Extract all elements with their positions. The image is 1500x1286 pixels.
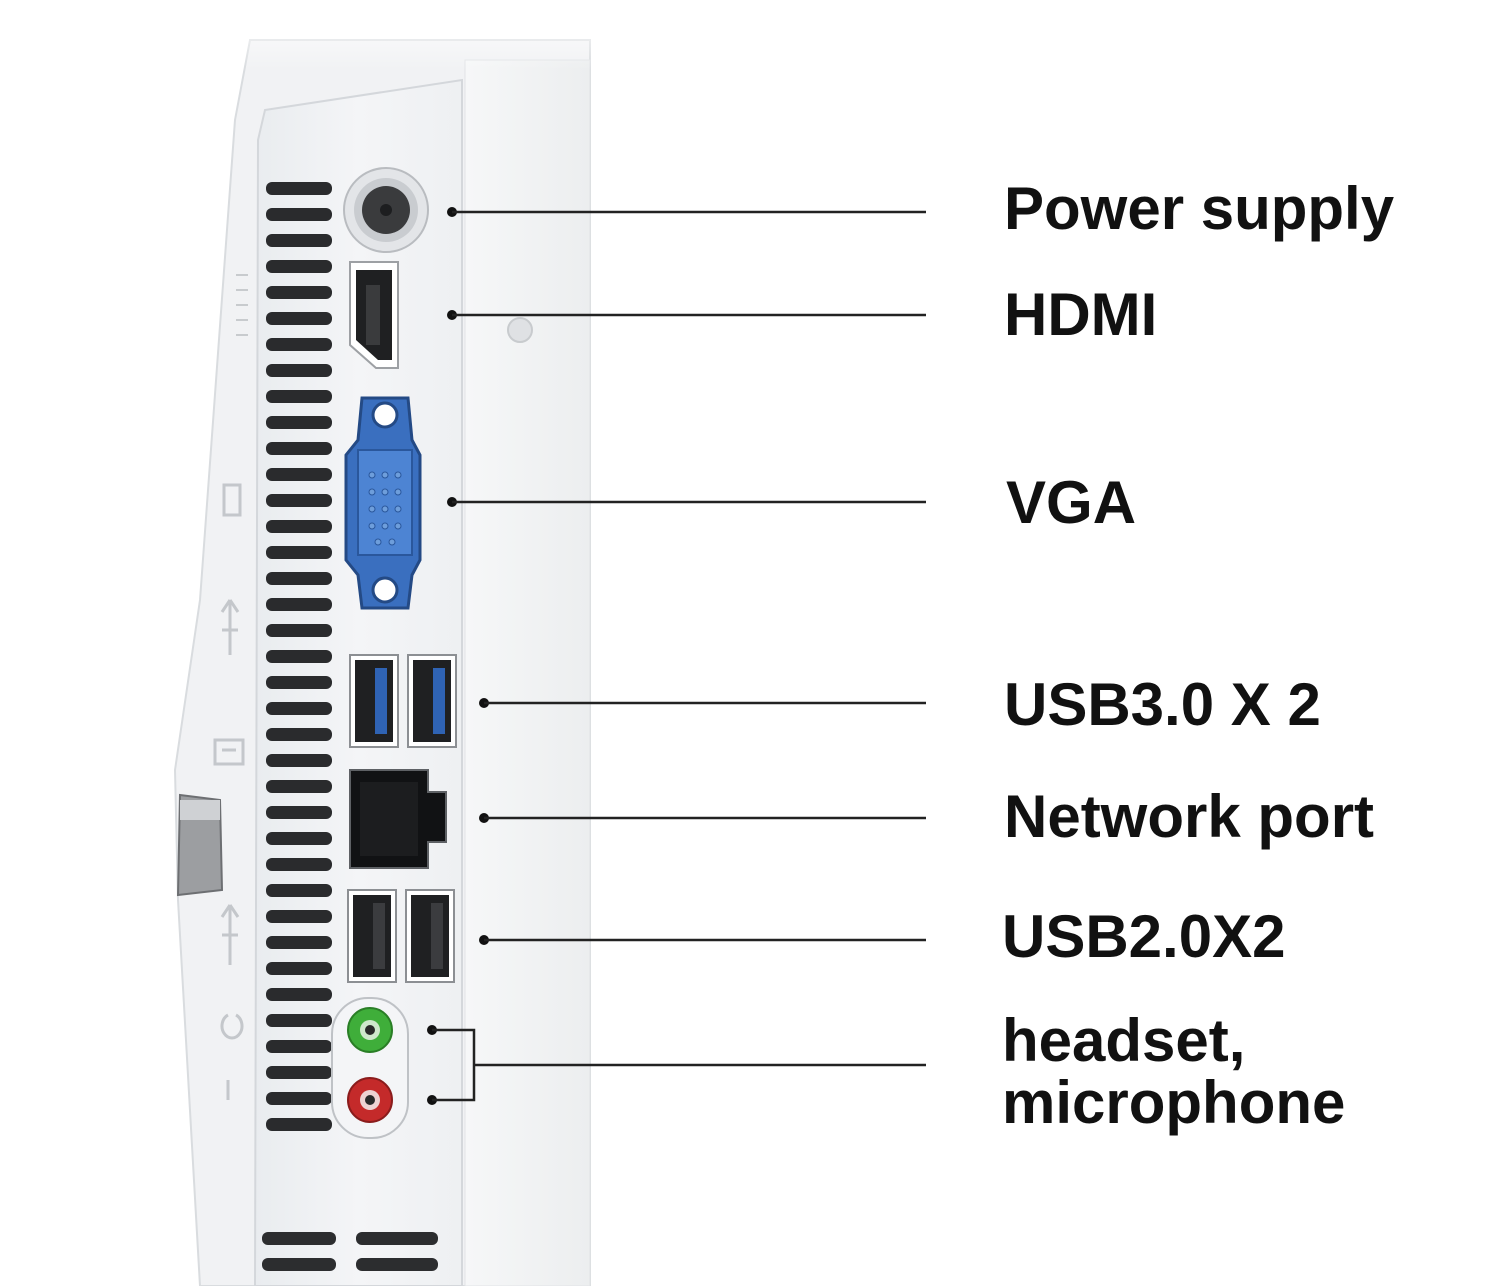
power-jack: [344, 168, 428, 252]
vent-slot: [266, 624, 332, 637]
vent-slot: [266, 884, 332, 897]
vent-grille: [266, 182, 332, 1131]
audio-jacks: [332, 998, 408, 1138]
vent-slot: [266, 1066, 332, 1079]
vent-slot: [266, 1040, 332, 1053]
vent-slot: [266, 780, 332, 793]
vent-slot: [266, 364, 332, 377]
vent-slot: [266, 208, 332, 221]
vent-slot: [266, 442, 332, 455]
vent-slot: [266, 598, 332, 611]
vent-slot: [266, 754, 332, 767]
vent-slot: [266, 572, 332, 585]
chassis-bezel: [465, 60, 590, 1286]
screw-hole: [508, 318, 532, 342]
vent-slot: [266, 806, 332, 819]
vent-slot: [266, 1092, 332, 1105]
vent-slot: [266, 962, 332, 975]
vent-slot: [266, 832, 332, 845]
vent-slot: [266, 988, 332, 1001]
vent-slot: [266, 390, 332, 403]
vent-slot: [266, 1118, 332, 1131]
vent-slot: [266, 936, 332, 949]
vent-slot: [266, 494, 332, 507]
hdmi-port: [350, 262, 398, 368]
label-audio-line2: microphone: [1002, 1072, 1345, 1134]
vent-slot: [266, 910, 332, 923]
vent-slot: [266, 182, 332, 195]
vent-slot: [266, 858, 332, 871]
vent-slot: [266, 260, 332, 273]
vent-slot: [266, 650, 332, 663]
vent-slot: [266, 546, 332, 559]
vent-slot: [266, 676, 332, 689]
vent-slot: [266, 520, 332, 533]
vent-slot: [266, 728, 332, 741]
vent-slot: [266, 286, 332, 299]
label-audio-line1: headset,: [1002, 1010, 1245, 1072]
label-network-port: Network port: [1004, 786, 1374, 848]
vent-slot: [266, 312, 332, 325]
vent-slot: [266, 468, 332, 481]
vent-slot: [266, 338, 332, 351]
label-vga: VGA: [1006, 472, 1136, 534]
label-usb3: USB3.0 X 2: [1004, 674, 1321, 736]
label-usb2: USB2.0X2: [1002, 906, 1285, 968]
vent-slot: [266, 1014, 332, 1027]
vent-slot: [266, 702, 332, 715]
vent-slot: [266, 234, 332, 247]
vent-slot: [266, 416, 332, 429]
label-hdmi: HDMI: [1004, 284, 1157, 346]
label-power-supply: Power supply: [1004, 178, 1394, 240]
